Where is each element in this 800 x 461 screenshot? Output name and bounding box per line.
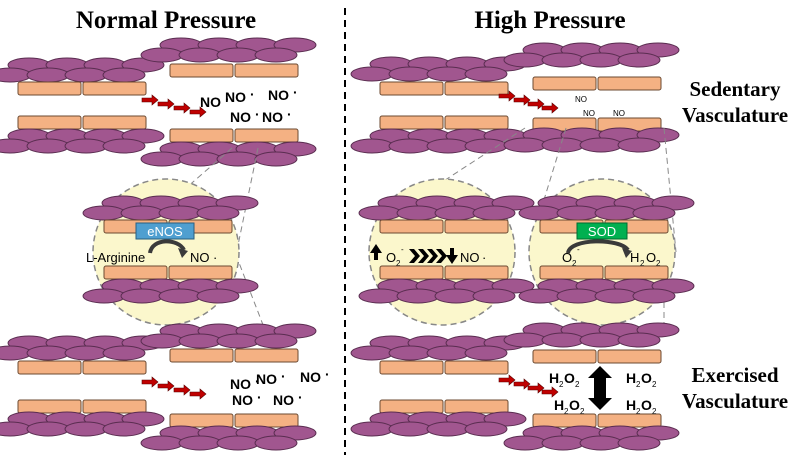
svg-text:2: 2 [652,407,657,416]
h2o2-label: H 2 O 2 [626,370,657,389]
l-arginine-label: L-Arginine [86,250,145,265]
enos-label: eNOS [147,224,183,239]
svg-text:·: · [213,250,217,265]
svg-text:·: · [255,373,260,389]
svg-text:·: · [250,86,255,102]
svg-text:2: 2 [636,380,641,389]
svg-text:H: H [549,370,559,386]
h2o2-label: H [630,250,639,265]
exercised-label: Exercised [691,363,778,387]
no-label: NO [268,87,289,103]
radical-dots: · · · · · · · · · · [225,84,330,405]
svg-text:H: H [554,397,564,413]
vasculature-label-top: Vasculature [682,103,788,127]
svg-text:O: O [569,397,580,413]
zoom-line [663,127,677,253]
svg-text:2: 2 [564,407,569,416]
normal-top-no-labels: NO NO NO NO NO [200,87,289,125]
enos-zoom-circle: eNOS L-Arginine NO · [83,178,258,326]
svg-text:2: 2 [652,380,657,389]
sod-zoom-circle: SOD O 2 - H 2 O 2 [519,178,694,326]
h2o2-label: H 2 O 2 [549,370,580,389]
no-label: NO [230,376,251,392]
high-pressure-title: High Pressure [474,7,625,34]
svg-text:·: · [293,84,298,100]
svg-text:2: 2 [575,380,580,389]
double-arrow-icon [588,366,612,410]
normal-pressure-title: Normal Pressure [76,7,256,34]
no-label: NO [262,109,283,125]
svg-text:O: O [646,250,656,265]
svg-text:O: O [641,397,652,413]
svg-text:2: 2 [396,259,401,268]
superoxide-zoom-circle: O 2 - NO · [359,178,534,326]
no-label-small: NO [583,109,595,118]
svg-text:2: 2 [580,407,585,416]
svg-text:O: O [641,370,652,386]
no-label: NO [225,89,246,105]
svg-text:2: 2 [559,380,564,389]
o2-label: O [562,250,572,265]
svg-text:-: - [577,245,580,254]
up-arrow-icon [370,244,382,260]
svg-text:H: H [626,397,636,413]
no-label: NO [200,94,221,110]
zoom-line [177,147,233,196]
high-bottom-vessel [351,323,679,450]
sod-box [576,222,628,240]
h2o2-label: H 2 O 2 [626,397,657,416]
svg-text:·: · [257,389,262,405]
down-arrow-icon [446,248,458,264]
sedentary-label: Sedentary [690,77,781,101]
no-product-label: NO [190,250,210,265]
svg-text:·: · [281,368,286,384]
zoom-line [235,254,266,331]
svg-text:2: 2 [640,259,645,268]
svg-text:2: 2 [656,259,661,268]
svg-text:·: · [255,106,260,122]
svg-text:2: 2 [572,259,577,268]
no-label: NO [300,369,321,385]
normal-bottom-vessel [0,324,316,450]
reaction-arrow [566,239,630,254]
no-label-small: NO [613,109,625,118]
zoom-line [415,127,526,200]
normal-bottom-no-labels: NO NO NO NO NO [230,369,321,408]
svg-text:·: · [225,91,230,107]
high-top-vessel: NO NO NO [351,43,679,153]
no-label: NO [230,109,251,125]
reaction-arrow [148,239,186,254]
o2-label: O [386,250,396,265]
vasculature-label-bottom: Vasculature [682,389,788,413]
sod-label: SOD [588,224,616,239]
svg-text:2: 2 [636,407,641,416]
h2o2-label: H 2 O 2 [554,397,585,416]
svg-text:·: · [325,366,330,382]
no-label-small: NO [575,95,587,104]
no-label: NO [460,250,480,265]
zoom-line [527,127,567,253]
enos-box [135,222,195,240]
svg-text:O: O [564,370,575,386]
svg-text:·: · [287,106,292,122]
svg-text:·: · [298,389,303,405]
svg-text:-: - [401,245,404,254]
no-label: NO [232,392,253,408]
no-label: NO [273,392,294,408]
high-bottom-h2o2-labels: H 2 O 2 H 2 O 2 H 2 O 2 H 2 O 2 [549,370,657,416]
chevron-right-icon [409,249,447,263]
no-label: NO [256,371,277,387]
svg-text:·: · [482,250,486,265]
svg-text:H: H [626,370,636,386]
